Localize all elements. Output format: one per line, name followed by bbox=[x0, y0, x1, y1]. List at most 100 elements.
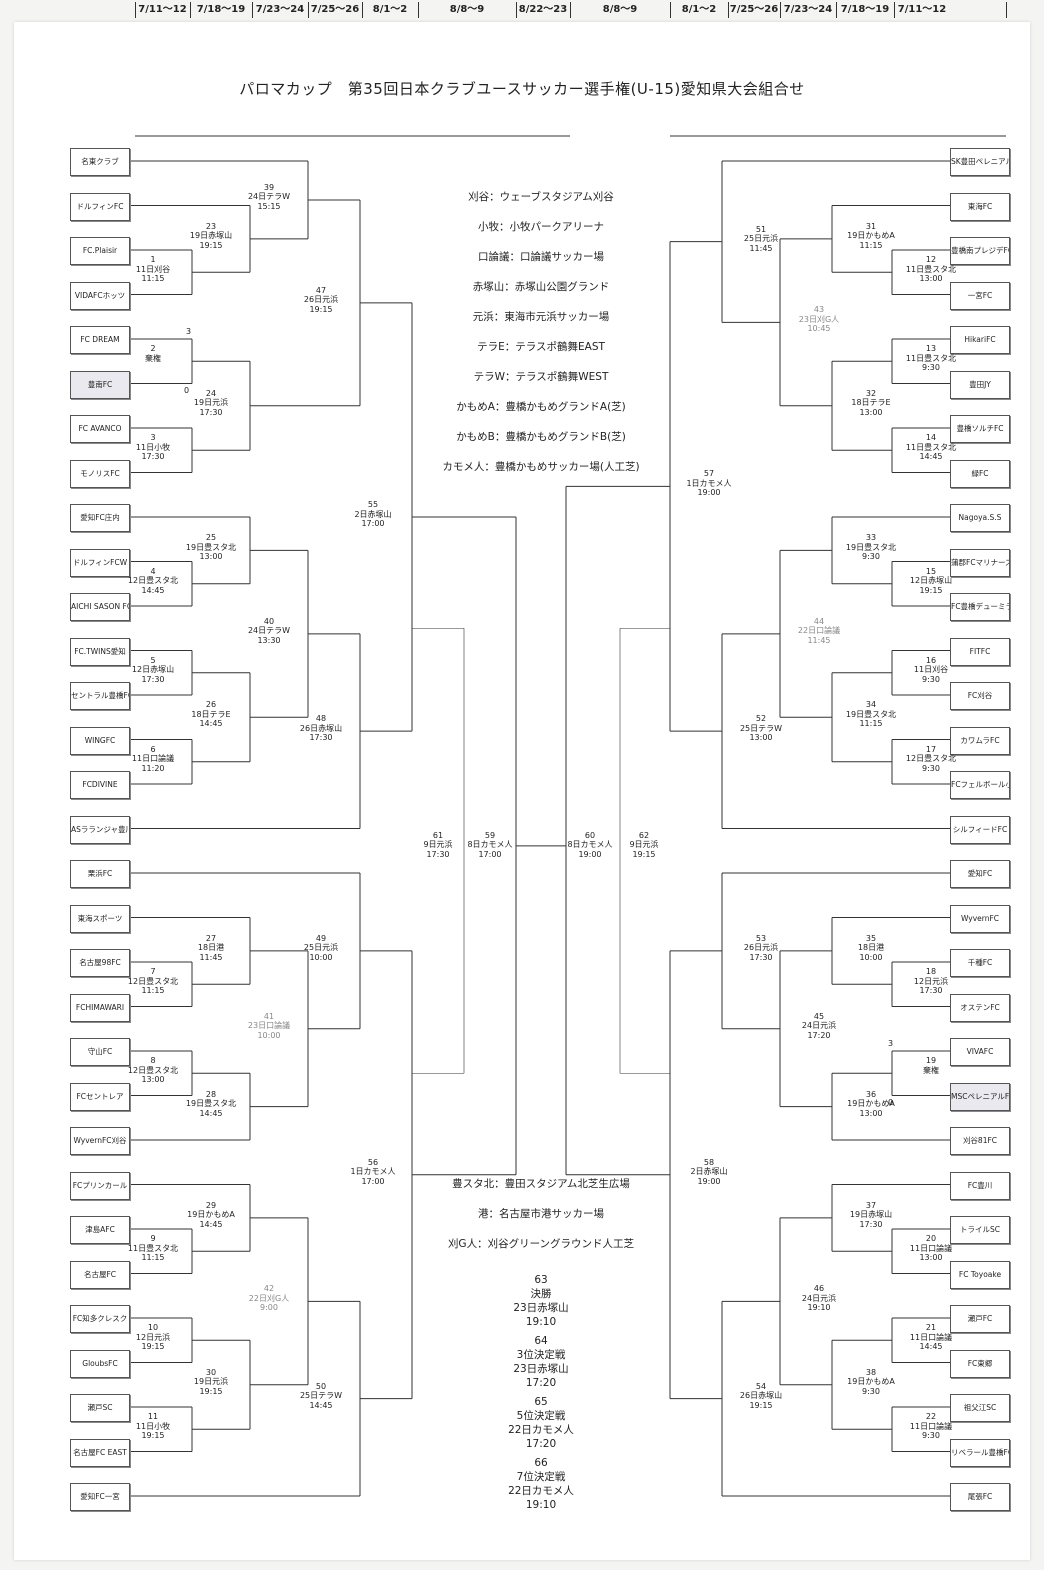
match-time: 11:15 bbox=[859, 240, 883, 250]
team-box-right: FC豊川 bbox=[950, 1171, 1010, 1200]
team-box-right: 豊田JY bbox=[950, 370, 1010, 399]
match-time: 14:45 bbox=[919, 1342, 943, 1352]
team-box-right: MSCペレニアルFC bbox=[950, 1082, 1010, 1111]
match-place: 8日カモメ人 bbox=[567, 840, 613, 850]
venue-legend-item: 豊スタ北：豊田スタジアム北芝生広場 bbox=[452, 1178, 630, 1190]
team-box-left: ASラランジャ豊川 bbox=[70, 815, 130, 844]
match-time: 15:15 bbox=[257, 201, 281, 211]
match-no: 22 bbox=[925, 1412, 937, 1422]
match-time: 14:45 bbox=[141, 585, 165, 595]
match-no: 1 bbox=[150, 255, 156, 265]
team-box-left: 名東クラブ bbox=[70, 148, 130, 176]
team-box-left: 名古屋FC EAST bbox=[70, 1438, 130, 1467]
match-no: 41 bbox=[263, 1011, 275, 1021]
team-box-right: トライルSC bbox=[950, 1216, 1010, 1244]
team-box-right: 緑FC bbox=[950, 459, 1010, 488]
match-place: 11日小牧 bbox=[135, 1421, 171, 1431]
final-time: 17:20 bbox=[525, 1438, 557, 1450]
match-time: 9:30 bbox=[862, 552, 880, 562]
match-no: 35 bbox=[865, 933, 877, 943]
match-time: 14:45 bbox=[919, 452, 943, 462]
team-box-right: 豊橋ソルチFC bbox=[950, 415, 1010, 443]
match-time: 17:20 bbox=[807, 1030, 831, 1040]
match-time: 17:30 bbox=[919, 986, 943, 996]
match-place: 2日赤塚山 bbox=[354, 509, 392, 519]
match-time: 14:45 bbox=[199, 1108, 223, 1118]
match-time: 13:30 bbox=[257, 635, 281, 645]
match-place: 19日豊スタ北 bbox=[185, 1099, 237, 1109]
match-no: 42 bbox=[263, 1284, 275, 1294]
venue-legend-item: かもめB：豊橋かもめグランドB(芝) bbox=[456, 431, 626, 443]
team-box-left: AICHI SASON FC bbox=[70, 593, 130, 621]
match-no: 27 bbox=[205, 933, 217, 943]
final-time: 19:10 bbox=[525, 1499, 557, 1511]
match-time: 11:15 bbox=[859, 719, 883, 729]
match-no: 15 bbox=[925, 566, 937, 576]
match-no: 53 bbox=[755, 933, 767, 943]
match-time: 19:15 bbox=[749, 1400, 773, 1410]
match-time: 11:15 bbox=[141, 986, 165, 996]
match-no: 47 bbox=[315, 285, 327, 295]
match-time: 19:15 bbox=[141, 1342, 165, 1352]
score-value: 3 bbox=[888, 1039, 894, 1048]
match-place: 12日赤塚山 bbox=[131, 665, 175, 675]
match-time: 11:45 bbox=[749, 243, 773, 253]
match-place: 24日元浜 bbox=[801, 1021, 837, 1031]
match-no: 9 bbox=[150, 1234, 156, 1244]
match-no: 7 bbox=[150, 967, 156, 977]
match-no: 37 bbox=[865, 1200, 877, 1210]
match-time: 17:00 bbox=[361, 519, 385, 528]
team-box-left: FC知多クレスク bbox=[70, 1305, 130, 1333]
team-box-left: 愛知FC庄内 bbox=[70, 504, 130, 532]
match-no: 40 bbox=[263, 616, 275, 626]
match-place: 19日元浜 bbox=[193, 1377, 229, 1387]
match-no: 36 bbox=[865, 1089, 877, 1099]
match-place: 11日豊スタ北 bbox=[905, 442, 957, 452]
match-no: 26 bbox=[205, 700, 217, 710]
date-separator bbox=[780, 2, 781, 18]
date-separator bbox=[728, 2, 729, 18]
final-name: 7位決定戦 bbox=[516, 1471, 566, 1483]
match-place: 19日かもめA bbox=[847, 1099, 895, 1109]
match-place: 12日豊スタ北 bbox=[127, 576, 179, 586]
match-no: 25 bbox=[205, 533, 217, 543]
team-box-left: セントラル豊橋FC bbox=[70, 682, 130, 710]
match-no: 59 bbox=[484, 830, 496, 840]
match-no: 61 bbox=[432, 830, 444, 840]
match-no: 32 bbox=[865, 388, 877, 398]
date-cell-right: 7/25～26 bbox=[729, 4, 779, 15]
team-box-left: 瀬戸SC bbox=[70, 1394, 130, 1422]
team-box-right: FC Toyoake bbox=[950, 1260, 1010, 1289]
match-time: 17:30 bbox=[309, 733, 333, 743]
team-box-right: Nagoya.S.S bbox=[950, 504, 1010, 532]
match-place: 19日かもめA bbox=[187, 1210, 235, 1220]
venue-legend-item: 小牧：小牧パークアリーナ bbox=[478, 221, 604, 233]
match-no: 52 bbox=[755, 714, 767, 724]
match-no: 48 bbox=[315, 714, 327, 724]
match-place: 11日口論議 bbox=[909, 1332, 953, 1342]
match-place: 9日元浜 bbox=[629, 840, 659, 850]
venue-legend-item: 元浜：東海市元浜サッカー場 bbox=[472, 311, 610, 323]
match-time: 9:00 bbox=[260, 1303, 278, 1313]
match-place: 1日カモメ人 bbox=[686, 478, 732, 488]
match-no: 45 bbox=[813, 1011, 825, 1021]
final-no: 63 bbox=[534, 1274, 548, 1286]
team-box-left: FC.Plaisir bbox=[70, 237, 130, 265]
